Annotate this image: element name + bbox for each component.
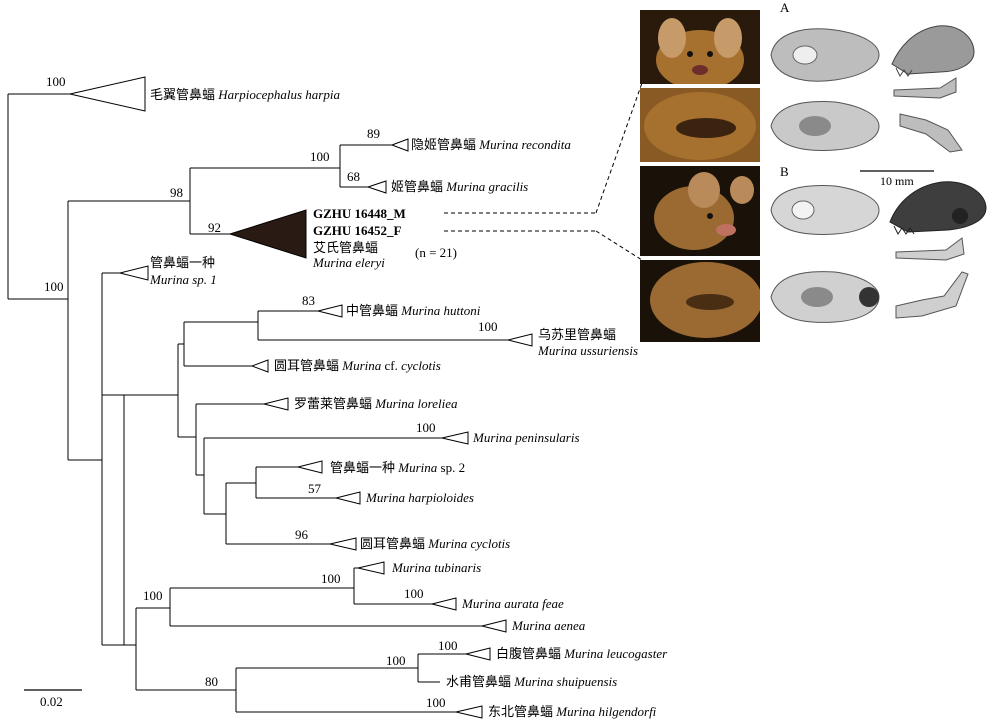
bootstrap-harpioloides: 57 bbox=[308, 481, 322, 496]
taxon-harpiocephalus: 毛翼管鼻蝠 Harpiocephalus harpia bbox=[150, 87, 340, 102]
taxon-recondita: 隐姬管鼻蝠 Murina recondita bbox=[411, 137, 571, 152]
bootstrap-hilgendorfi-group: 80 bbox=[205, 674, 218, 689]
bootstrap-leucogaster-shuipuensis: 100 bbox=[386, 653, 406, 668]
taxon-shuipuensis: 水甫管鼻蝠 Murina shuipuensis bbox=[446, 674, 617, 689]
photo-female-wing bbox=[640, 260, 760, 342]
skull-a-dorsal bbox=[765, 22, 883, 93]
mandible-b-lower bbox=[892, 266, 972, 329]
taxon-eleryi-count: (n = 21) bbox=[415, 245, 457, 260]
mandible-a bbox=[890, 76, 960, 105]
taxon-aenea: Murina aenea bbox=[511, 618, 586, 633]
photo-scale-label: 10 mm bbox=[880, 174, 914, 188]
bootstrap-cyclotis: 96 bbox=[295, 527, 309, 542]
bootstrap-gracilis-group: 98 bbox=[170, 185, 183, 200]
bootstrap-gracilis: 68 bbox=[347, 169, 360, 184]
taxon-cf-cyclotis: 圆耳管鼻蝠 Murina cf. cyclotis bbox=[274, 358, 441, 373]
bootstrap-recondita: 89 bbox=[367, 126, 380, 141]
bootstrap-ussuriensis: 100 bbox=[478, 319, 498, 334]
mandible-a-lower bbox=[896, 104, 966, 161]
taxon-huttoni: 中管鼻蝠 Murina huttoni bbox=[346, 303, 481, 318]
taxon-gracilis: 姬管鼻蝠 Murina gracilis bbox=[391, 179, 528, 194]
bootstrap-hilgendorfi: 100 bbox=[426, 695, 446, 710]
taxon-leucogaster: 白腹管鼻蝠 Murina leucogaster bbox=[496, 646, 668, 661]
taxon-harpioloides: Murina harpioloides bbox=[365, 490, 474, 505]
bootstrap-murina: 100 bbox=[44, 279, 64, 294]
taxon-cyclotis: 圆耳管鼻蝠 Murina cyclotis bbox=[360, 536, 510, 551]
bootstrap-aurata: 100 bbox=[404, 586, 424, 601]
taxon-hilgendorfi: 东北管鼻蝠 Murina hilgendorfi bbox=[488, 704, 657, 719]
bootstrap-recondita-gracilis: 100 bbox=[310, 149, 330, 164]
bootstrap-tubinaris-aurata: 100 bbox=[321, 571, 341, 586]
skull-b-ventral bbox=[765, 266, 883, 333]
taxon-labels: 毛翼管鼻蝠 Harpiocephalus harpia 隐姬管鼻蝠 Murina… bbox=[149, 87, 668, 719]
taxon-tubinaris: Murina tubinaris bbox=[391, 560, 481, 575]
photo-male-face bbox=[640, 10, 760, 84]
panel-label-a: A bbox=[780, 0, 790, 15]
taxon-ussuriensis-latin: Murina ussuriensis bbox=[537, 343, 638, 358]
bootstrap-harpiocephalus: 100 bbox=[46, 74, 66, 89]
skull-a-ventral bbox=[765, 96, 883, 161]
bootstrap-peninsularis: 100 bbox=[416, 420, 436, 435]
skull-b-dorsal bbox=[765, 180, 883, 245]
taxon-ussuriensis-cn: 乌苏里管鼻蝠 bbox=[538, 327, 616, 342]
taxon-eleryi-cn: 艾氏管鼻蝠 bbox=[313, 240, 378, 255]
bootstrap-leucogaster: 100 bbox=[438, 638, 458, 653]
taxon-sp2: 管鼻蝠一种 Murina sp. 2 bbox=[330, 460, 465, 475]
skull-b-lateral bbox=[886, 176, 990, 245]
photo-male-wing bbox=[640, 88, 760, 162]
taxon-eleryi-latin: Murina eleryi bbox=[312, 255, 385, 270]
specimen-female: GZHU 16452_F bbox=[313, 223, 402, 238]
tree-branches bbox=[7, 76, 934, 719]
taxon-sp1-latin: Murina sp. 1 bbox=[149, 272, 217, 287]
bootstrap-eleryi: 92 bbox=[208, 220, 221, 235]
specimen-male: GZHU 16448_M bbox=[313, 206, 406, 221]
taxon-sp1-cn: 管鼻蝠一种 bbox=[150, 255, 215, 270]
bootstrap-values: 100 89 100 68 98 92 100 83 100 100 57 96… bbox=[44, 74, 498, 710]
taxon-peninsularis: Murina peninsularis bbox=[472, 430, 580, 445]
taxon-loreliea: 罗蕾莱管鼻蝠 Murina loreliea bbox=[294, 396, 458, 411]
tree-scale-bar-label: 0.02 bbox=[40, 694, 63, 709]
photo-female-face bbox=[640, 166, 760, 256]
bootstrap-tubinaris-group: 100 bbox=[143, 588, 163, 603]
skull-a-lateral bbox=[888, 20, 976, 85]
taxon-aurata: Murina aurata feae bbox=[461, 596, 564, 611]
mandible-b bbox=[892, 236, 968, 267]
bootstrap-huttoni: 83 bbox=[302, 293, 315, 308]
panel-label-b: B bbox=[780, 164, 789, 179]
